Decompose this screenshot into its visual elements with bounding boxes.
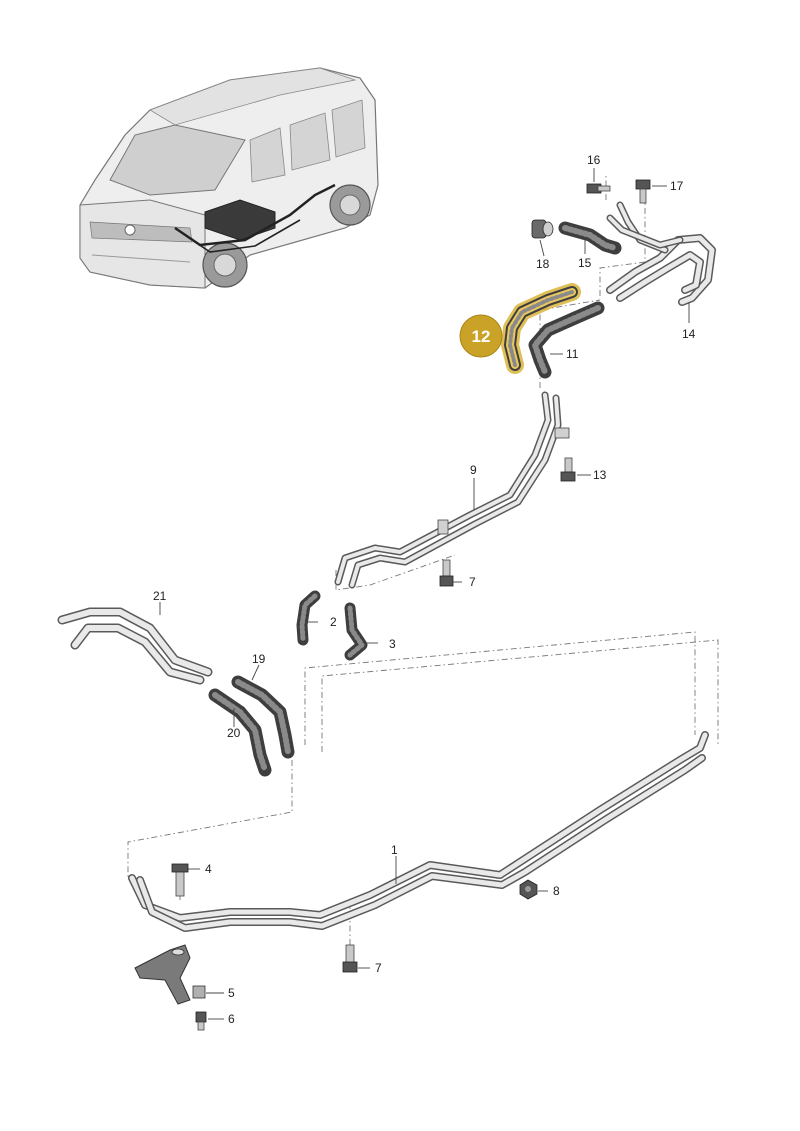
callout-4: 4: [205, 862, 212, 876]
coolant-pipe-9[interactable]: [334, 391, 570, 589]
callout-6: 6: [228, 1012, 235, 1026]
highlight-badge-label: 12: [472, 327, 491, 346]
callout-13: 13: [593, 468, 607, 482]
callout-11: 11: [566, 347, 579, 361]
callout-7b: 7: [469, 575, 476, 589]
hose-3[interactable]: [344, 602, 368, 661]
hose-2[interactable]: [296, 590, 321, 646]
coolant-pipe-1[interactable]: [128, 731, 709, 932]
callout-16: 16: [587, 153, 601, 167]
hose-19[interactable]: [231, 675, 295, 759]
callout-2: 2: [330, 615, 337, 629]
hose-20[interactable]: [208, 688, 272, 777]
callout-8: 8: [553, 884, 560, 898]
nut-icon: [519, 879, 538, 900]
highlight-badge-12[interactable]: 12: [459, 314, 503, 358]
coolant-pipe-14[interactable]: [606, 201, 716, 306]
callout-20: 20: [227, 726, 241, 740]
hose-12-highlighted[interactable]: [501, 283, 581, 374]
callout-labels: 1 2 3 4 5 6 7 7 8 9 11 13 14 15 16 17 18…: [153, 153, 696, 1026]
callout-14: 14: [682, 327, 696, 341]
callout-21: 21: [153, 589, 167, 603]
callout-5: 5: [228, 986, 235, 1000]
hose-15[interactable]: [558, 221, 622, 255]
van-icon: [79, 67, 379, 289]
callout-19: 19: [252, 652, 266, 666]
callout-1: 1: [391, 843, 398, 857]
leader-lines: [159, 168, 690, 1020]
callout-3: 3: [389, 637, 396, 651]
clip-18: [531, 219, 554, 239]
callout-7a: 7: [375, 961, 382, 975]
callout-17: 17: [670, 179, 684, 193]
callout-18: 18: [536, 257, 550, 271]
coolant-pipe-21[interactable]: [57, 607, 213, 685]
callout-15: 15: [578, 256, 592, 270]
bolt-icon: [171, 179, 651, 1031]
bracket-icon: [134, 944, 206, 1005]
hose-11[interactable]: [528, 301, 605, 379]
callout-9: 9: [470, 463, 477, 477]
